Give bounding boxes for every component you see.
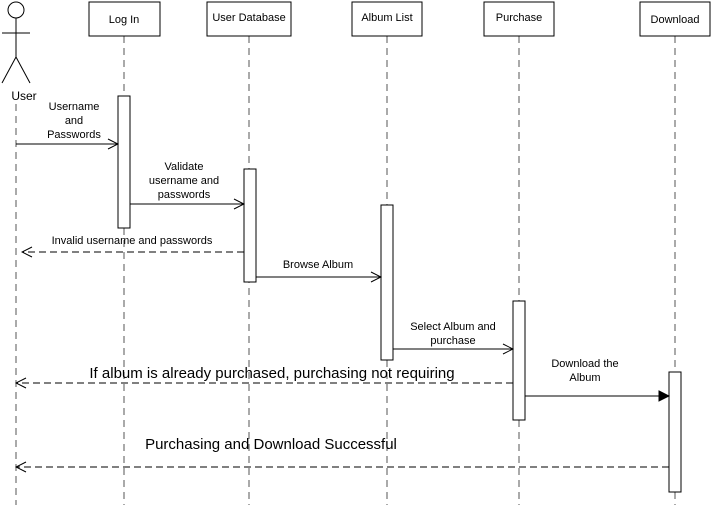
message-label-line: Passwords — [47, 129, 101, 141]
actor-head — [7, 1, 25, 19]
activation-album-list — [380, 204, 394, 361]
message-label-line: Purchasing and Download Successful — [145, 436, 397, 453]
message-label-line: Album — [569, 372, 600, 384]
activations — [117, 95, 682, 493]
message-label-line: passwords — [158, 189, 211, 201]
participant-download-label: Download — [651, 14, 700, 26]
participant-download-box — [639, 1, 711, 37]
participant-login: Log In — [88, 1, 161, 37]
participant-purchase: Purchase — [483, 1, 555, 37]
participant-album-list-label: Album List — [361, 12, 412, 24]
participant-user-database-box — [206, 1, 292, 37]
participant-login-label: Log In — [109, 14, 140, 26]
message-select-album-and-purchase: Select Album and purchase — [393, 321, 513, 349]
activation-user-database — [243, 168, 257, 283]
message-label-line: and — [65, 115, 83, 127]
participants: Log In User Database Album List Purchase… — [88, 1, 711, 37]
actor-right-leg — [15, 56, 31, 84]
participant-user-database: User Database — [206, 1, 292, 37]
message-label-line: username and — [149, 175, 219, 187]
message-username-and-passwords: Username and Passwords — [16, 101, 118, 144]
messages: Username and Passwords Validate username… — [16, 101, 669, 467]
activation-download — [668, 371, 682, 493]
participant-user-database-label: User Database — [212, 12, 285, 24]
message-label-line: Browse Album — [283, 259, 353, 271]
message-browse-album: Browse Album — [256, 259, 381, 277]
message-validate-credentials: Validate username and passwords — [130, 161, 244, 204]
participant-album-list-box — [351, 1, 423, 37]
participant-download: Download — [639, 1, 711, 37]
message-invalid-credentials: Invalid username and passwords — [22, 235, 244, 252]
message-label-line: Validate — [165, 161, 204, 173]
activation-purchase — [512, 300, 526, 421]
message-label-line: Download the — [551, 358, 618, 370]
message-already-purchased: If album is already purchased, purchasin… — [16, 365, 513, 383]
actor-left-leg — [1, 56, 17, 84]
participant-login-box — [88, 1, 161, 37]
actor-label: User — [11, 89, 36, 103]
message-label-line: If album is already purchased, purchasin… — [89, 365, 454, 382]
message-label-line: Username — [49, 101, 100, 113]
message-label-line: purchase — [430, 335, 475, 347]
message-label-line: Select Album and — [410, 321, 496, 333]
message-download-the-album: Download the Album — [525, 358, 669, 396]
activation-login — [117, 95, 131, 229]
participant-purchase-label: Purchase — [496, 12, 542, 24]
message-download-successful: Purchasing and Download Successful — [16, 436, 669, 467]
actor-user: User — [1, 1, 37, 103]
participant-album-list: Album List — [351, 1, 423, 37]
participant-purchase-box — [483, 1, 555, 37]
message-label-line: Invalid username and passwords — [52, 235, 213, 247]
